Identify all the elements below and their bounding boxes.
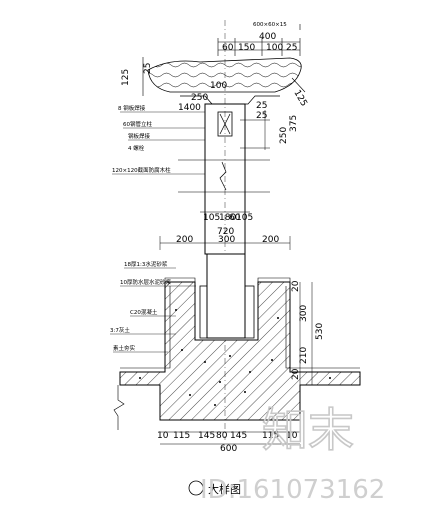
caption-text: 大样图 [208,482,241,496]
dim-125-right: 125 [291,89,308,109]
watermark-id: ID:161073162 [200,475,385,505]
note-bolts: 4 螺栓 [128,144,145,152]
dim-400: 400 [259,32,276,42]
dim-600: 600 [220,444,237,454]
dim-180: 180 [219,213,236,223]
note-c20-concrete: C20混凝土 [130,308,158,316]
dim-210: 210 [299,347,309,364]
dim-200-left: 200 [176,235,193,245]
note-steel-plate: 8 钢板焊接 [118,104,146,112]
dim-105-b: 105 [236,213,253,223]
dim-145-left: 145 [198,431,215,441]
dim-1400: 1400 [178,103,201,113]
dim-720: 720 [217,227,234,237]
dim-115-left: 115 [173,431,190,441]
dim-20-top-right: 20 [291,280,301,292]
dim-145-right: 145 [230,431,247,441]
dim-250-side: 250 [279,127,289,144]
dim-25-col-a: 25 [256,101,267,111]
upper-notes: 8 钢板焊接 60钢管立柱 钢板焊接 120×120截面防腐木柱 4 螺栓 [112,104,205,175]
column-dimension-labels: 250 1400 100 25 25 250 375 [178,81,299,144]
dim-115-right: 115 [262,431,279,441]
note-weld: 钢板焊接 [128,132,151,140]
plank-size-label: 600×60×15 [253,22,287,28]
dim-25-left: 25 [143,63,153,74]
dim-300-right: 300 [299,305,309,322]
note-timber-column: 120×120截面防腐木柱 [112,166,171,174]
note-waterproof: 10厚防水层水泥砂浆 [120,278,171,286]
dim-60: 60 [222,43,234,53]
watermark: 知末 ID:161073162 [200,402,385,505]
note-mortar-18: 18厚1:3水泥砂浆 [124,260,168,268]
dim-530: 530 [315,323,325,340]
note-lime-soil: 3:7灰土 [110,326,130,334]
dim-250-top: 250 [191,93,208,103]
footing-right-dims: 20 300 530 210 20 [291,280,325,385]
dim-375-side: 375 [289,115,299,132]
footing [113,236,361,430]
dim-150: 150 [238,43,255,53]
caption: 大样图 [188,480,241,496]
footing-bottom-dims: 10 115 145 80 145 115 10 600 [157,431,300,454]
dim-20-bottom-right: 20 [291,368,301,380]
dim-200-right: 200 [262,235,279,245]
mid-dimension-labels: 105 180 60 105 720 [200,211,253,237]
dim-125-left: 125 [121,69,131,86]
dim-25-col-b: 25 [256,111,267,121]
dim-105-a: 105 [203,213,220,223]
dim-10-left: 10 [157,431,169,441]
footing-notes: 18厚1:3水泥砂浆 10厚防水层水泥砂浆 C20混凝土 3:7灰土 素土夯实 [110,260,196,353]
dim-80: 80 [216,431,228,441]
dim-10-right: 10 [286,431,298,441]
dim-100: 100 [266,43,283,53]
dim-100-bolt: 100 [210,81,227,91]
dim-25-top: 25 [286,43,297,53]
dim-300-top: 300 [218,235,235,245]
note-rammed-earth: 素土夯实 [113,344,136,352]
top-beam [142,24,306,105]
footing-top-dims: 200 300 200 [176,235,279,245]
watermark-logo: 知末 [262,403,354,457]
dim-60-mid: 60 [229,213,241,223]
note-steel-pipe: 60钢管立柱 [123,120,152,128]
